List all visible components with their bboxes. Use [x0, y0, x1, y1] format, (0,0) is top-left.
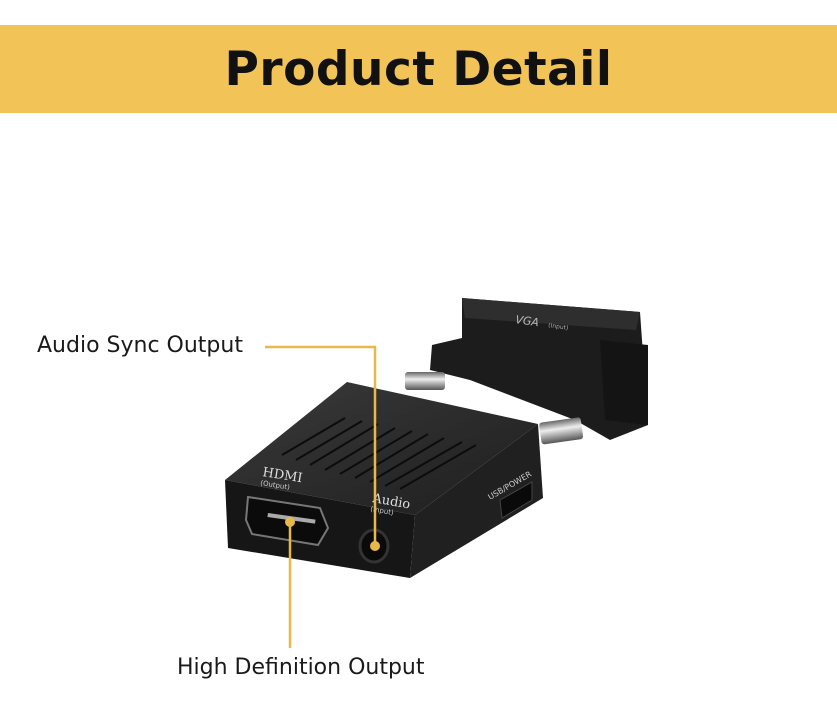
callout-label-audio: Audio Sync Output — [37, 333, 243, 358]
hdmi-marking: HDMI — [261, 465, 303, 486]
vga-sub-marking: (Input) — [548, 322, 569, 332]
callout-label-hdmi: High Definition Output — [177, 655, 425, 680]
audio-marking: Audio — [370, 491, 411, 513]
callout-audio — [265, 345, 380, 551]
vga-marking: VGA — [515, 313, 540, 329]
page-title: Product Detail — [224, 41, 613, 97]
vga-connector: VGA (Input) — [430, 298, 648, 440]
screw-left — [405, 372, 445, 390]
adapter-body: HDMI (Output) Audio (Input) USB/POWER — [225, 382, 543, 578]
callout-hdmi — [285, 517, 295, 648]
screw-right — [539, 417, 584, 445]
usb-port — [499, 481, 533, 519]
header-banner: Product Detail — [0, 25, 837, 113]
